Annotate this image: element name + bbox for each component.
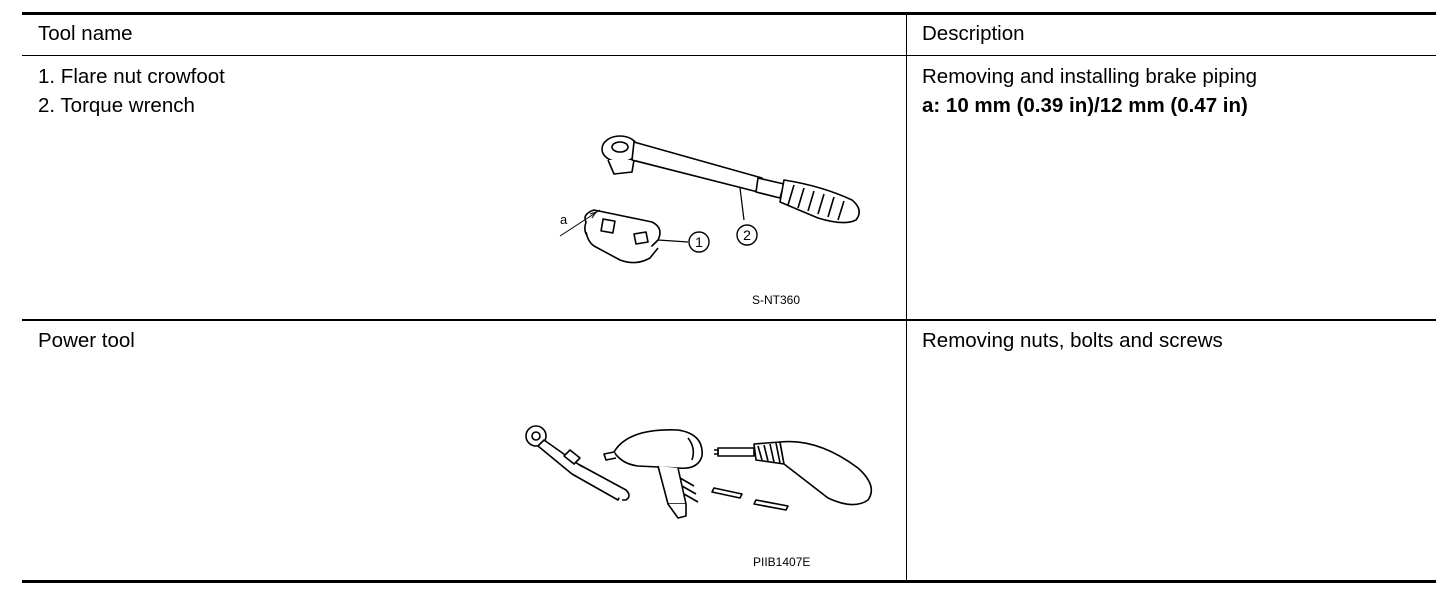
- callout-1: 1: [695, 234, 703, 250]
- row-divider: [22, 319, 1436, 321]
- figure-id: S-NT360: [752, 293, 801, 307]
- spec-text: a: 10 mm (0.39 in)/12 mm (0.47 in): [922, 94, 1248, 117]
- crowfoot-torque-wrench-illustration: 2 a 1: [559, 135, 860, 264]
- power-tool-illustration: [525, 425, 873, 519]
- description-text: Removing nuts, bolts and screws: [922, 329, 1223, 352]
- tool-name-line: Power tool: [38, 329, 135, 352]
- column-divider: [906, 15, 907, 580]
- header-description: Description: [922, 22, 1025, 45]
- figure-id: PIIB1407E: [753, 555, 811, 569]
- header-tool-name: Tool name: [38, 22, 133, 45]
- tool-name-line: 2. Torque wrench: [38, 94, 195, 117]
- description-text: Removing and installing brake piping: [922, 65, 1258, 88]
- table-top-rule: [22, 12, 1436, 15]
- callout-2: 2: [743, 227, 751, 243]
- callout-a: a: [560, 212, 568, 227]
- table-row-1-tool: 1. Flare nut crowfoot 2. Torque wrench: [38, 62, 225, 120]
- tool-name-line: 1. Flare nut crowfoot: [38, 65, 225, 88]
- table-bottom-rule: [22, 580, 1436, 583]
- special-tools-table: Tool name Description 1. Flare nut crowf…: [22, 12, 1436, 584]
- header-divider: [22, 55, 1436, 56]
- table-row-1-description: Removing and installing brake piping a: …: [922, 62, 1257, 120]
- table-row-2-description: Removing nuts, bolts and screws: [922, 326, 1223, 355]
- table-row-2-tool: Power tool: [38, 326, 135, 355]
